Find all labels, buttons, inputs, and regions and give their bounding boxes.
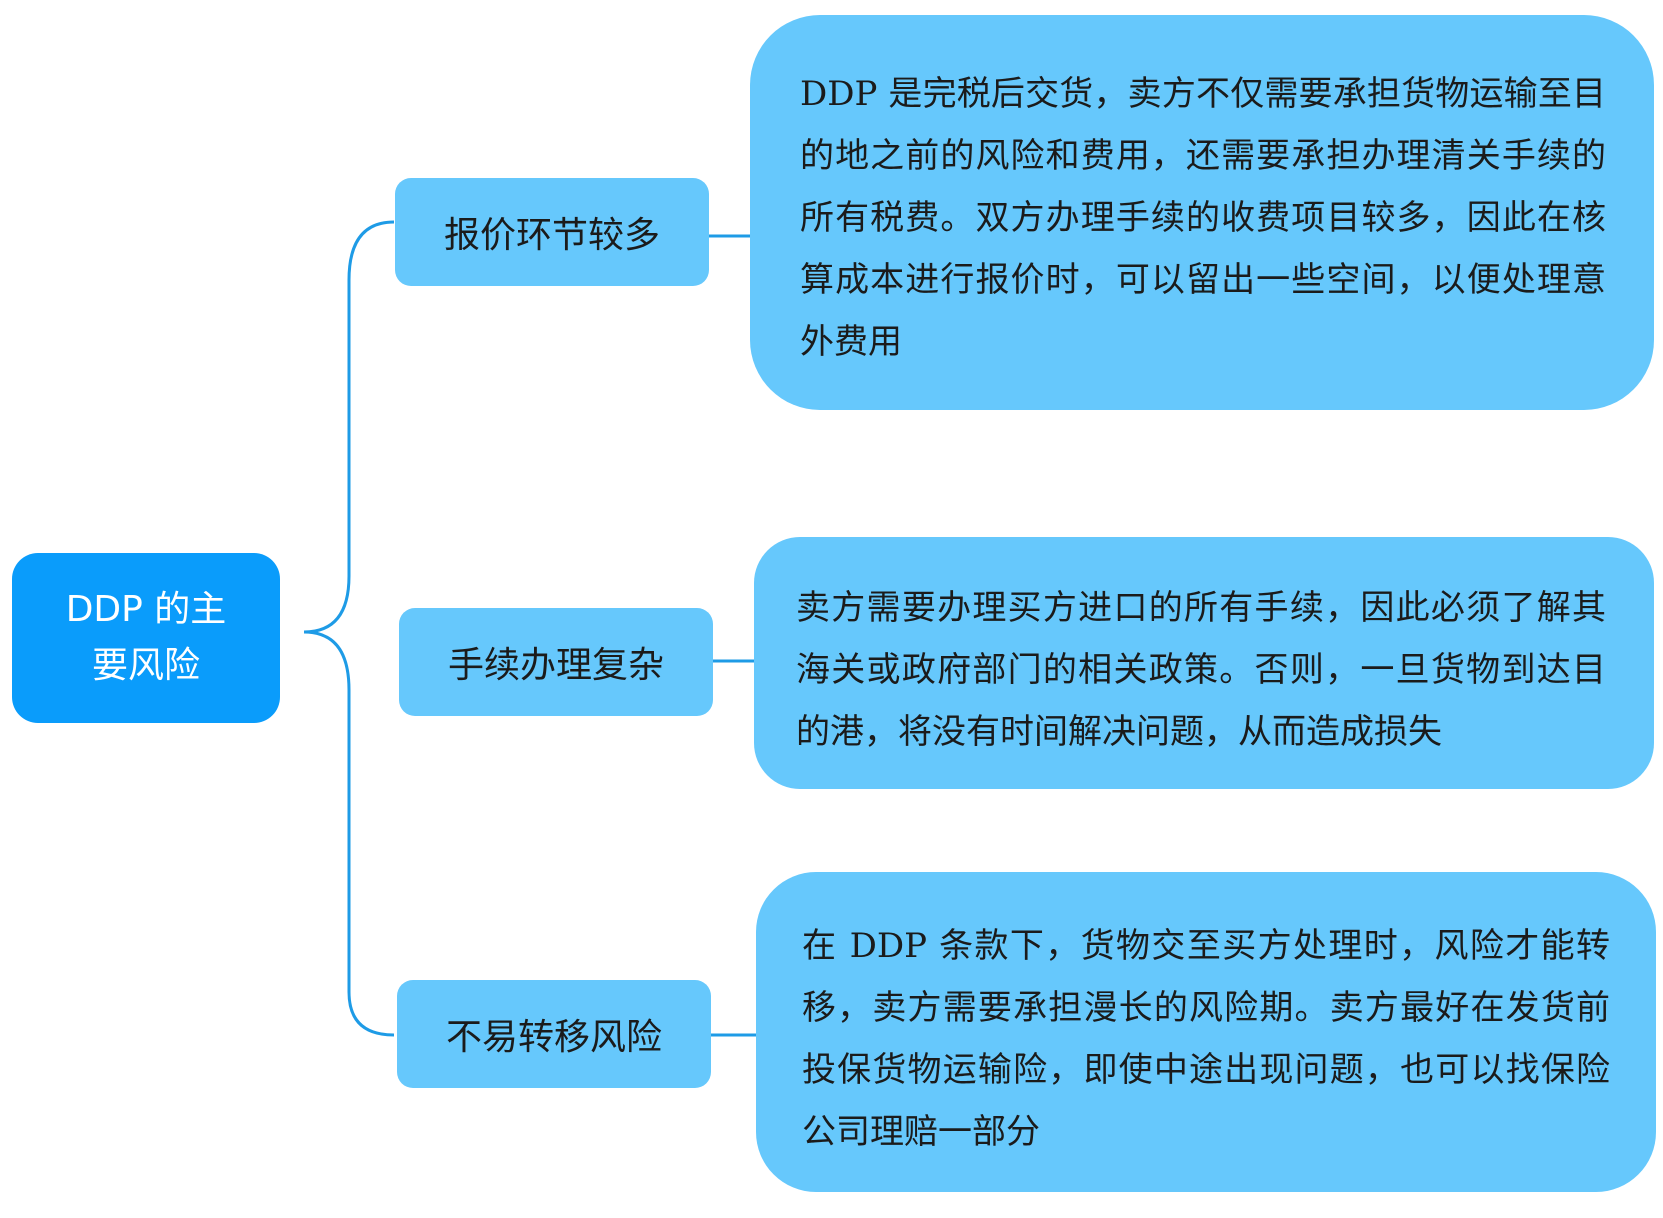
detail-text: 在 DDP 条款下，货物交至买方处理时，风险才能转移，卖方需要承担漫长的风险期。… bbox=[802, 926, 1610, 1152]
detail-text: 卖方需要办理买方进口的所有手续，因此必须了解其海关或政府部门的相关政策。否则，一… bbox=[796, 588, 1606, 752]
detail-node-quotation: DDP 是完税后交货，卖方不仅需要承担货物运输至目的地之前的风险和费用，还需要承… bbox=[750, 15, 1654, 410]
tree-bracket bbox=[303, 220, 395, 1037]
branch-node-risk-transfer: 不易转移风险 bbox=[397, 980, 711, 1088]
branch-node-procedures: 手续办理复杂 bbox=[399, 608, 713, 716]
branch-label: 报价环节较多 bbox=[443, 215, 660, 256]
detail-text: DDP 是完税后交货，卖方不仅需要承担货物运输至目的地之前的风险和费用，还需要承… bbox=[800, 74, 1606, 362]
detail-node-risk-transfer: 在 DDP 条款下，货物交至买方处理时，风险才能转移，卖方需要承担漫长的风险期。… bbox=[756, 872, 1656, 1192]
root-node: DDP 的主 要风险 bbox=[12, 553, 280, 723]
branch-label: 不易转移风险 bbox=[445, 1017, 662, 1058]
root-label-line-2: 要风险 bbox=[91, 645, 200, 686]
branch-node-quotation: 报价环节较多 bbox=[395, 178, 709, 286]
root-label-line-1: DDP 的主 bbox=[65, 589, 227, 630]
branch-label: 手续办理复杂 bbox=[447, 645, 664, 686]
detail-node-procedures: 卖方需要办理买方进口的所有手续，因此必须了解其海关或政府部门的相关政策。否则，一… bbox=[754, 537, 1654, 789]
root-label: DDP 的主 要风险 bbox=[66, 582, 227, 694]
